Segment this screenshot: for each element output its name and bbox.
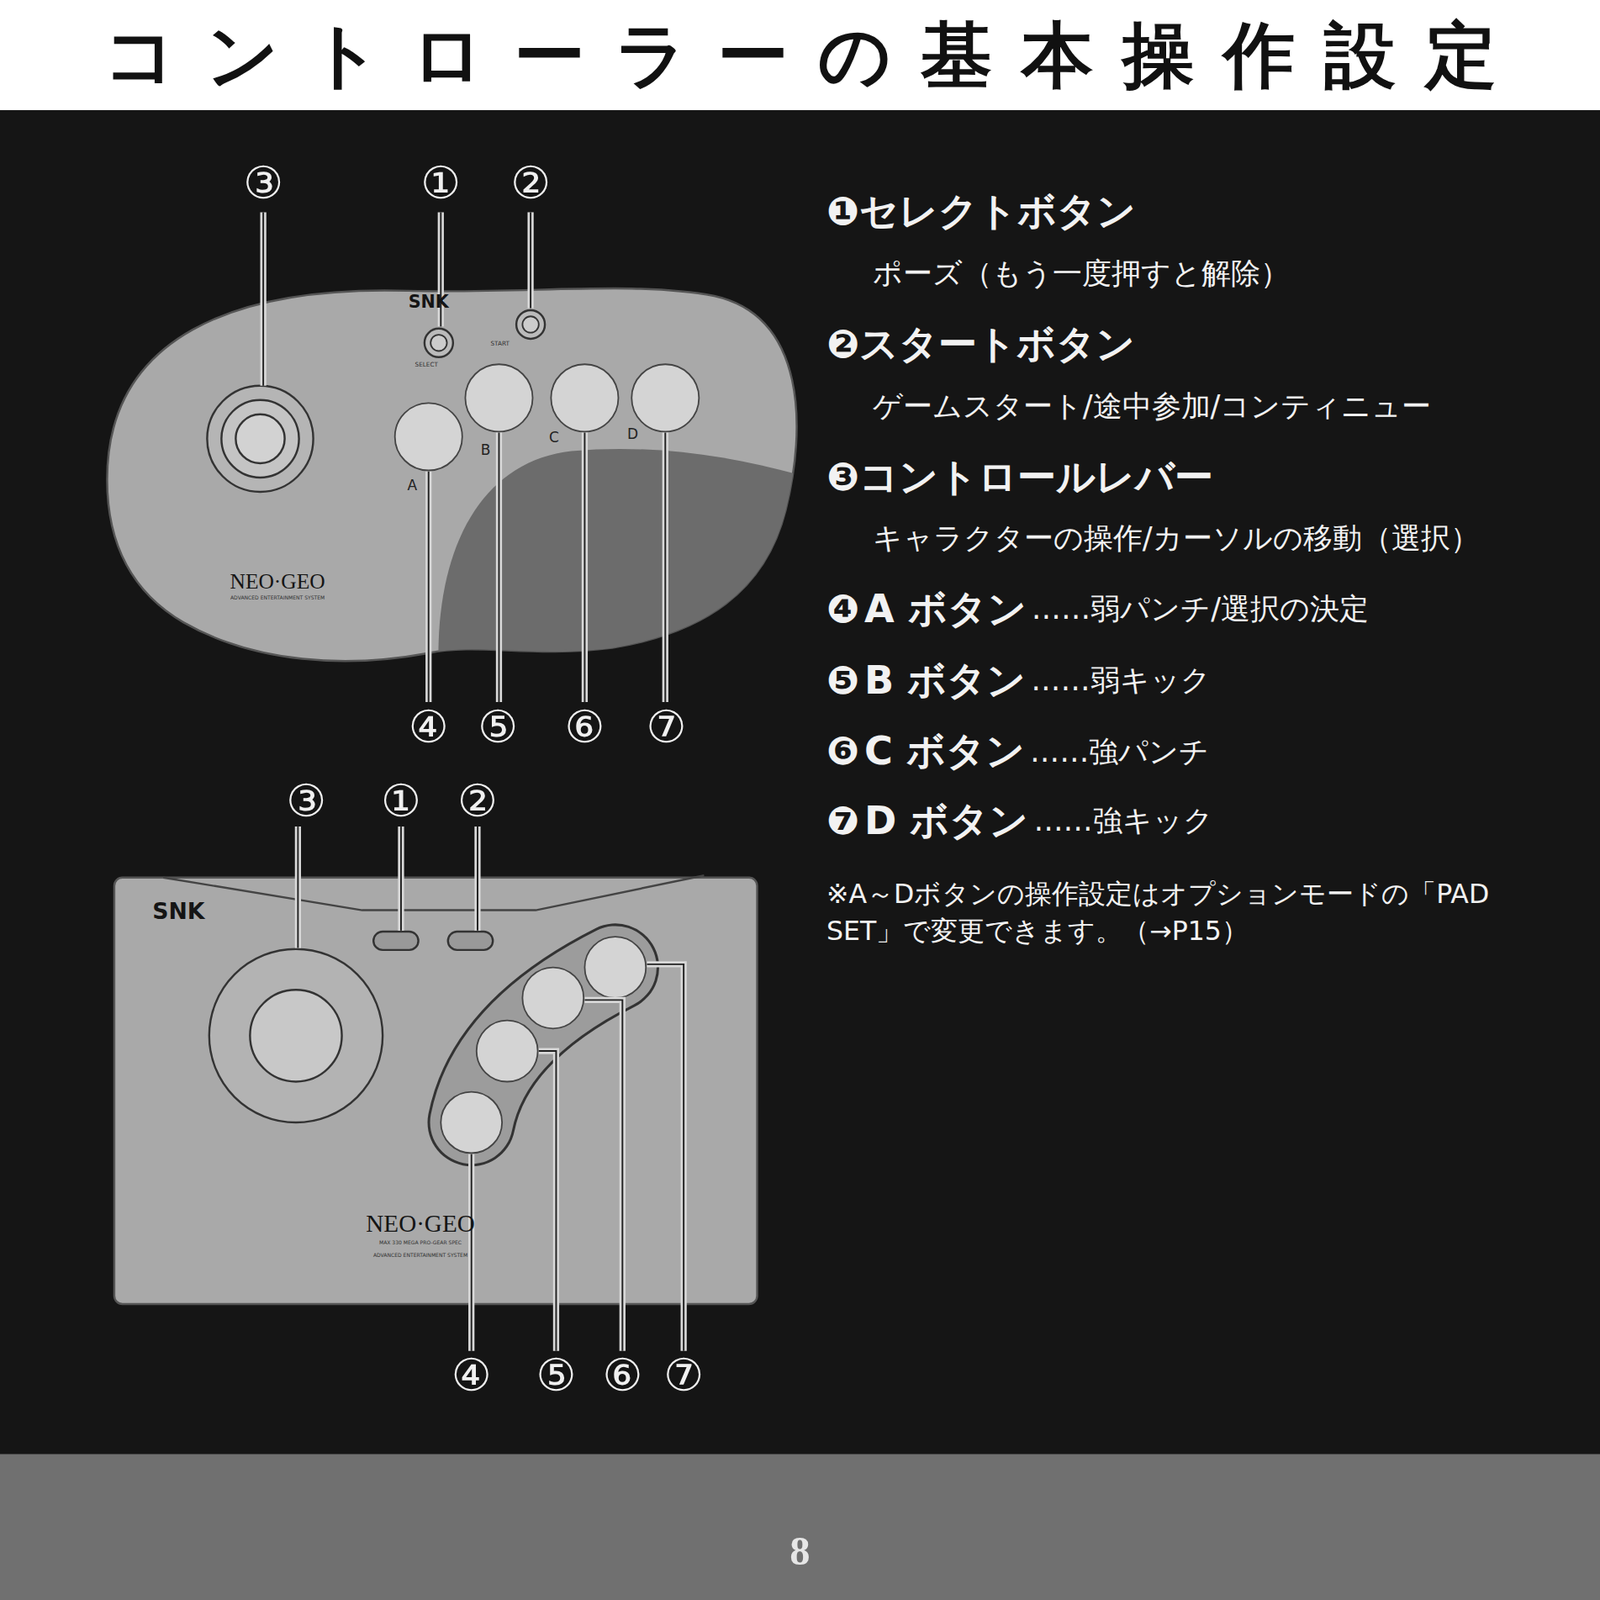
item-heading: ❷スタートボタン: [826, 322, 1136, 368]
item-description: ……強キック: [1033, 804, 1213, 839]
small-print: MAX 330 MEGA PRO-GEAR SPEC: [379, 1240, 462, 1247]
callout-number: ④: [408, 702, 449, 754]
button-letter: C: [549, 429, 560, 447]
item-heading: A ボタン: [864, 586, 1027, 632]
dark-panel: [0, 110, 1600, 1454]
neogeo-controller: [106, 288, 816, 715]
list-row: ❷スタートボタン: [826, 322, 1136, 368]
callout-number: ③: [285, 775, 327, 827]
item-number: ❹: [826, 586, 860, 632]
button-letter: B: [480, 443, 492, 460]
small-print: ADVANCED ENTERTAINMENT SYSTEM: [373, 1251, 468, 1258]
list-row: ポーズ（もう一度押すと解除）: [872, 256, 1290, 291]
item-description: ゲームスタート/途中参加/コンティニュー: [872, 389, 1432, 423]
brand-logo: NEO·GEO: [365, 1210, 475, 1239]
page-number: 8: [789, 1527, 810, 1575]
button-label: SELECT: [415, 361, 439, 369]
button-letter: D: [627, 426, 639, 444]
callout-number: ①: [420, 158, 461, 210]
title-bar: [0, 0, 1600, 111]
callout-number: ⑤: [477, 702, 518, 754]
button-label: START: [490, 340, 509, 348]
item-description: ポーズ（もう一度押すと解除）: [872, 256, 1290, 291]
footnote: ※A～Dボタンの操作設定はオプションモードの「PAD SET」で変更できます。（…: [826, 875, 1511, 950]
callout-number: ④: [451, 1349, 492, 1401]
item-heading: B ボタン: [864, 658, 1026, 703]
item-number: ❻: [826, 729, 860, 775]
callout-number: ⑥: [564, 702, 605, 754]
callout-number: ②: [457, 775, 498, 827]
item-description: ……弱パンチ/選択の決定: [1031, 591, 1369, 626]
callout-number: ⑤: [536, 1349, 577, 1401]
brand-logo: SNK: [408, 293, 449, 314]
list-row: ❹A ボタン……弱パンチ/選択の決定: [826, 586, 1369, 632]
page-title: コントローラーの基本操作設定: [103, 14, 1527, 97]
neogeo-cd-controller: [114, 875, 758, 1305]
item-number: ❺: [826, 658, 860, 703]
small-print: ADVANCED ENTERTAINMENT SYSTEM: [230, 595, 325, 602]
item-number: ❼: [826, 798, 860, 844]
button-letter: A: [407, 477, 418, 495]
brand-logo: NEO·GEO: [230, 569, 326, 594]
callout-number: ①: [380, 775, 422, 827]
item-heading: ❸コントロールレバー: [826, 454, 1214, 500]
list-row: ❻C ボタン……強パンチ: [826, 729, 1210, 775]
item-description: ……弱キック: [1030, 663, 1210, 698]
footer-band: [0, 1453, 1600, 1600]
list-row: ❺B ボタン……弱キック: [826, 658, 1211, 703]
item-description: ……強パンチ: [1029, 734, 1210, 769]
item-description: キャラクターの操作/カーソルの移動（選択）: [872, 520, 1480, 555]
item-heading: C ボタン: [864, 729, 1025, 775]
list-row: ※A～Dボタンの操作設定はオプションモードの「PAD SET」で変更できます。（…: [826, 875, 1511, 950]
list-row: ❸コントロールレバー: [826, 454, 1214, 500]
list-row: ゲームスタート/途中参加/コンティニュー: [872, 389, 1432, 423]
item-heading: ❶セレクトボタン: [826, 190, 1136, 235]
callout-number: ⑦: [663, 1349, 704, 1401]
list-row: キャラクターの操作/カーソルの移動（選択）: [872, 520, 1480, 555]
brand-logo: SNK: [152, 897, 205, 925]
leader-lines: [263, 211, 684, 1351]
callout-number: ⑦: [646, 702, 687, 754]
item-heading: D ボタン: [864, 798, 1029, 844]
list-row: ❶セレクトボタン: [826, 190, 1136, 235]
callout-number: ②: [510, 158, 551, 210]
list-row: ❼D ボタン……強キック: [826, 798, 1214, 844]
callout-number: ③: [242, 158, 284, 210]
callout-number: ⑥: [601, 1349, 643, 1401]
